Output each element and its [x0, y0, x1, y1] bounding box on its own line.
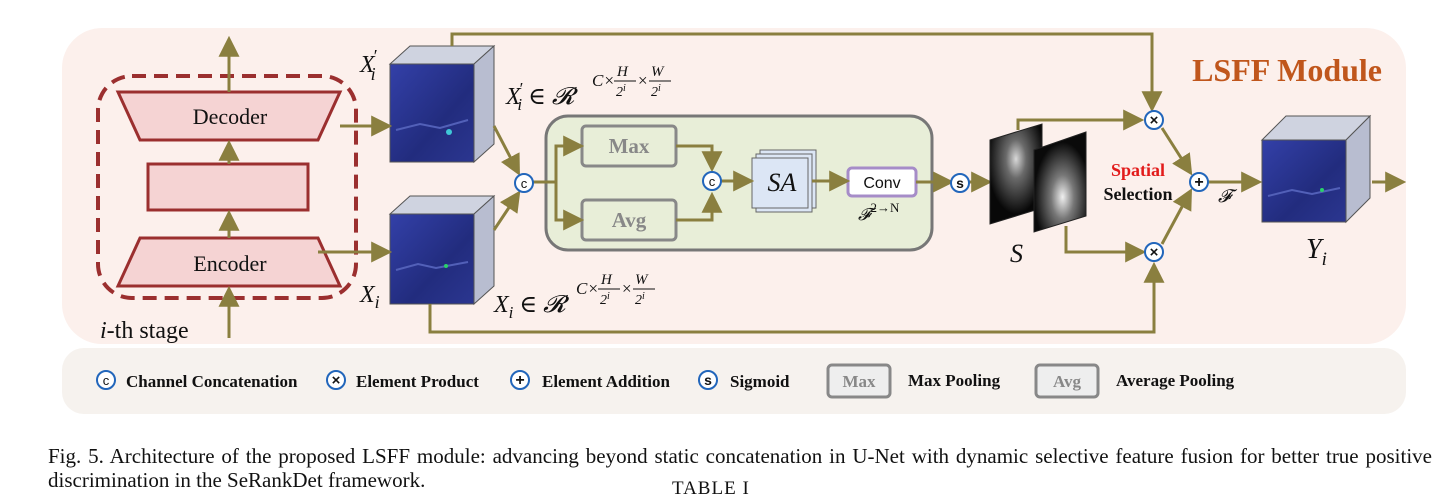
feature-cube-x-prime — [388, 44, 496, 164]
product-operator-top: × — [1144, 110, 1164, 130]
legend-item-product: × Element Product — [326, 370, 479, 391]
sa-block — [751, 149, 817, 213]
legend-concat-label: Channel Concatenation — [126, 372, 298, 391]
decoder-label: Decoder — [193, 104, 268, 129]
conv-label: Conv — [863, 175, 900, 192]
legend-product-label: Element Product — [356, 372, 479, 391]
x-formula: Xi∈𝓡 C× H 2i × W 2i — [493, 272, 655, 322]
addition-operator-symbol: + — [1194, 174, 1203, 191]
encoder-label: Encoder — [193, 251, 267, 276]
svg-text:×: × — [622, 279, 632, 298]
legend-sigmoid-label: Sigmoid — [730, 372, 790, 391]
stage-label-text: -th stage — [107, 318, 189, 344]
s-label: S — [1010, 239, 1023, 268]
svg-text:H: H — [600, 272, 613, 288]
selection-label: Selection — [1104, 184, 1173, 204]
concat-operator-2: c — [702, 171, 722, 191]
svg-text:Xi∈𝓡: Xi∈𝓡 — [493, 292, 570, 322]
concat-operator-1-symbol: c — [521, 176, 528, 191]
legend-max-label: Max Pooling — [908, 371, 1001, 390]
svg-text:X′i∈𝓡: X′i∈𝓡 — [505, 79, 579, 114]
x-prime-label: X′i — [359, 46, 378, 84]
svg-text:C×: C× — [576, 279, 599, 298]
legend-concat-symbol: c — [103, 373, 110, 388]
attention-arrows — [532, 135, 993, 231]
svg-text:H: H — [616, 64, 629, 80]
legend-avg-label: Average Pooling — [1116, 371, 1235, 390]
sa-label: SA — [768, 168, 797, 197]
legend-item-concat: c Channel Concatenation — [96, 370, 298, 391]
feature-arrows — [318, 32, 1165, 334]
concat-operator-1: c — [514, 173, 534, 193]
legend-item-sigmoid: s Sigmoid — [698, 370, 790, 391]
table-heading: TABLE I — [672, 478, 750, 499]
legend-addition-label: Element Addition — [542, 372, 671, 391]
avg-pool-label: Avg — [612, 208, 647, 232]
selection-maps — [989, 123, 1087, 233]
sigmoid-operator-symbol: s — [956, 175, 964, 191]
legend-item-max-pooling: Max Max Pooling — [826, 363, 1001, 399]
legend: c Channel Concatenation × Element Produc… — [96, 363, 1235, 399]
svg-text:2i: 2i — [635, 291, 645, 308]
bridge-block — [146, 162, 310, 212]
figure-caption: Fig. 5. Architecture of the proposed LSF… — [48, 444, 1432, 492]
svg-text:×: × — [638, 71, 648, 90]
legend-max-symbol: Max — [842, 372, 876, 391]
lsff-diagram: LSFF Module Decoder Encoder i-th stage X… — [62, 28, 1407, 414]
legend-avg-symbol: Avg — [1053, 372, 1082, 391]
output-cube-y — [1260, 114, 1372, 224]
stage-label: i-th stage — [100, 318, 189, 344]
selection-arrows — [1016, 109, 1407, 263]
svg-text:2i: 2i — [616, 83, 626, 100]
max-pool-label: Max — [609, 134, 650, 158]
legend-item-avg-pooling: Avg Average Pooling — [1034, 363, 1235, 399]
stage-box — [96, 74, 358, 300]
product-operator-bottom-symbol: × — [1150, 244, 1159, 261]
legend-product-symbol: × — [332, 372, 341, 389]
svg-text:2i: 2i — [600, 291, 610, 308]
addition-operator: + — [1189, 172, 1209, 192]
spatial-label: Spatial — [1111, 160, 1165, 180]
svg-text:2i: 2i — [651, 83, 661, 100]
legend-sigmoid-symbol: s — [704, 372, 712, 388]
svg-text:W: W — [635, 272, 649, 288]
product-operator-top-symbol: × — [1150, 112, 1159, 129]
svg-text:W: W — [651, 64, 665, 80]
x-prime-formula: X′i∈𝓡 C× H 2i × W 2i — [505, 64, 671, 114]
concat-operator-2-symbol: c — [709, 174, 716, 189]
svg-text:C×: C× — [592, 71, 615, 90]
decoder-block — [115, 90, 343, 142]
encoder-block — [115, 236, 343, 288]
feature-cube-x — [388, 194, 496, 306]
legend-addition-symbol: + — [515, 372, 524, 389]
sigmoid-operator: s — [950, 173, 970, 193]
x-label: Xi — [359, 282, 380, 312]
product-operator-bottom: × — [1144, 242, 1164, 262]
module-title: LSFF Module — [1192, 52, 1382, 88]
legend-item-addition: + Element Addition — [510, 370, 671, 391]
